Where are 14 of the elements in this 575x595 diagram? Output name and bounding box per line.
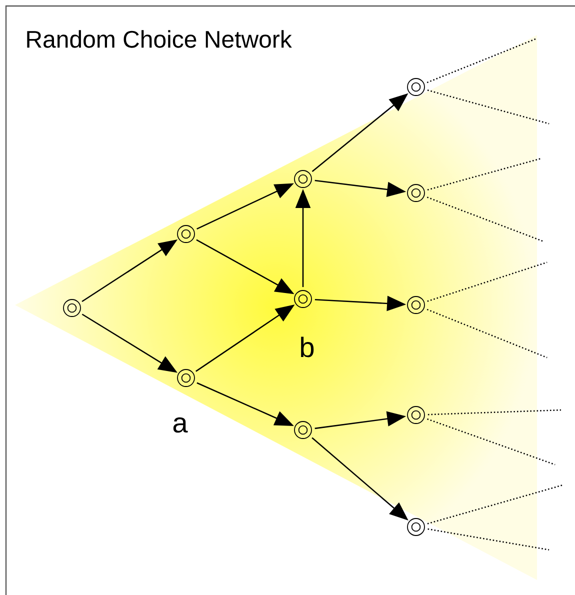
target-symbol [407,78,425,96]
target-symbol [407,296,425,314]
node-caption: a [173,417,188,433]
target-symbol [294,170,312,188]
target-symbol [407,518,425,536]
target-symbol [177,225,195,243]
title: Random Choice Network [27,30,292,48]
target-symbol [177,369,195,387]
target-symbol [63,299,81,317]
target-symbol [294,290,312,308]
target-symbol [407,184,425,202]
target-symbol [294,421,312,439]
target-symbol [407,406,425,424]
node-caption: b [301,336,314,358]
